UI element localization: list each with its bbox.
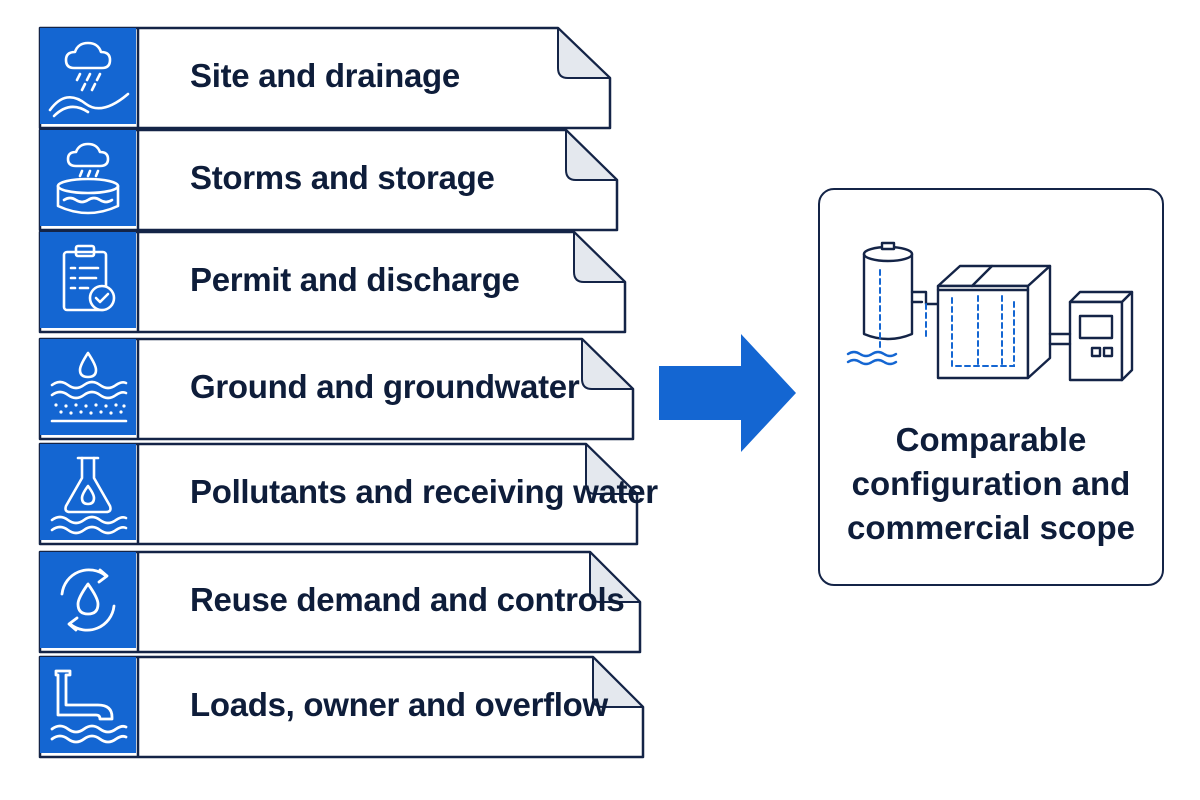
water-drop-soil-layers-icon [40,339,136,435]
output-label: Comparable configuration and commercial … [820,418,1162,550]
card-outline [38,550,642,654]
faucet-water-icon [40,657,136,753]
input-label: Storms and storage [190,159,495,196]
card-outline [38,655,645,759]
output-panel: Comparable configuration and commercial … [818,188,1164,586]
recycle-water-drop-icon [40,552,136,648]
input-label: Site and drainage [190,57,460,94]
output-label-line: configuration and [851,465,1131,502]
clipboard-check-icon [40,232,136,328]
rain-cloud-terrain-icon [40,28,136,124]
input-label: Loads, owner and overflow [190,686,608,723]
right-arrow-icon [659,334,796,452]
card-outline [38,230,627,334]
input-label: Ground and groundwater [190,368,580,405]
card-outline [38,128,619,232]
input-label: Permit and discharge [190,261,520,298]
flask-water-icon [40,444,136,540]
storm-cloud-tank-icon [40,130,136,226]
treatment-system-icon [846,241,1134,382]
output-label-line: Comparable [895,421,1087,458]
input-label: Reuse demand and controls [190,581,625,618]
input-label: Pollutants and receiving water [190,473,658,510]
output-label-line: commercial scope [847,509,1135,546]
